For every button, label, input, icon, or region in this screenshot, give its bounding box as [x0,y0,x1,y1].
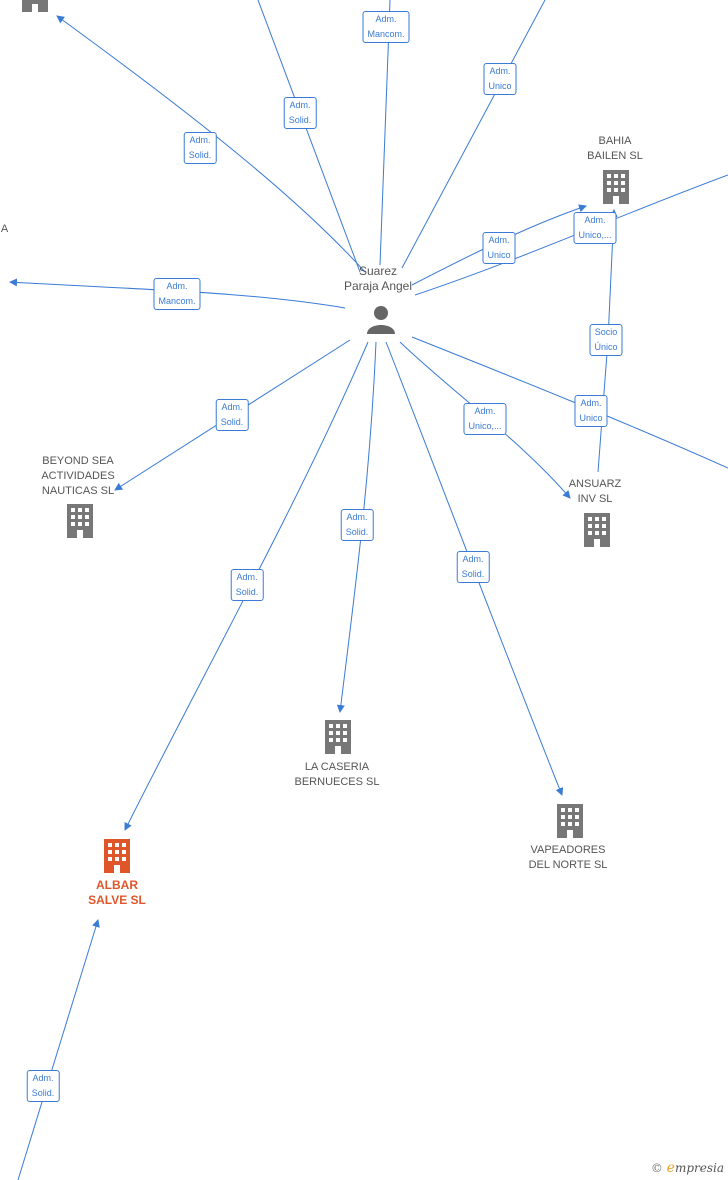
edge-label-line: Adm. [221,402,243,412]
edge-line [401,0,546,269]
edge-label-line: Adm. [166,281,188,291]
edge-label-line: Adm. [580,398,602,408]
edge-label-line: Solid. [31,1088,55,1098]
company-label-line: BAILEN SL [587,150,643,162]
edge-label-line: Adm. [289,100,311,110]
company-left-cut[interactable]: IA [0,222,8,237]
edge-label-line: Unico [579,413,603,423]
edge-label-line: Solid. [235,587,259,597]
person-name[interactable]: Suarez Paraja Angel [344,264,412,294]
edge-label[interactable]: Socio Único [589,324,623,356]
edge-label[interactable]: Adm. Solid. [183,132,217,164]
company-label-line: INV SL [577,493,613,505]
company-label-line: ANSUARZ [568,478,622,490]
company-label-line: VAPEADORES [530,844,606,856]
edge-label-line: Adm. [32,1073,54,1083]
building-icon[interactable] [104,839,130,873]
edge-label-line: Unico [487,250,511,260]
empresia-logo[interactable]: © empresia [651,1160,724,1176]
edge-label-line: Adm. [346,512,368,522]
edge-label-line: Único [594,342,618,352]
edge-label[interactable]: Adm. Unico [574,395,608,427]
person-name-line2: Paraja Angel [343,279,413,293]
edge-label-line: Mancom. [158,296,196,306]
company-label-line: ACTIVIDADES [41,470,115,482]
edge-label[interactable]: Adm. Solid. [340,509,374,541]
company-label-line: BAHIA [598,135,632,147]
company-bahia-bailen[interactable]: BAHIA BAILEN SL [587,134,643,164]
edge-label-line: Adm. [474,406,496,416]
edge-label-line: Unico [488,81,512,91]
person-icon[interactable] [367,306,395,334]
edge-label-line: Adm. [236,572,258,582]
edge-label-line: Solid. [188,150,212,160]
edge-label-line: Solid. [220,417,244,427]
company-label-line: BEYOND SEA [42,455,114,467]
company-ansuarz[interactable]: ANSUARZ INV SL [569,477,622,507]
company-label-line: NAUTICAS SL [41,485,115,497]
company-label-line: ALBAR [95,878,138,892]
company-beyond-sea[interactable]: BEYOND SEA ACTIVIDADES NAUTICAS SL [41,454,114,499]
person-name-line1: Suarez [358,264,398,278]
edge-label-line: Adm. [189,135,211,145]
edge-line [411,336,728,469]
edge-label-line: Mancom. [367,29,405,39]
company-label-line: BERNUECES SL [294,776,380,788]
edge-label[interactable]: Adm. Solid. [283,97,317,129]
edge-label[interactable]: Adm. Unico,... [463,403,507,435]
edge-label-line: Socio [594,327,618,337]
building-icon[interactable] [584,513,610,547]
edge-label[interactable]: Adm. Unico [483,63,517,95]
edge-label-line: Solid. [288,115,312,125]
edge-line [257,0,361,273]
edge-label-line: Adm. [584,215,606,225]
building-icon[interactable] [325,720,351,754]
edge-label[interactable]: Adm. Mancom. [362,11,410,43]
edge-label-line: Adm. [462,554,484,564]
building-icon[interactable] [22,0,48,12]
edge-label[interactable]: Adm. Unico [482,232,516,264]
brand-name: mpresia [674,1161,724,1175]
building-icon[interactable] [603,170,629,204]
company-label-line: IA [0,223,9,235]
edge-label[interactable]: Adm. Solid. [456,551,490,583]
edge-label-line: Adm. [488,235,510,245]
edge-line [379,0,391,266]
brand-initial: e [666,1160,675,1176]
copyright-symbol: © [650,1161,663,1175]
edge-line [414,174,728,296]
edge-label-line: Unico,... [468,421,502,431]
edge-label[interactable]: Adm. Solid. [230,569,264,601]
company-albar-salve[interactable]: ALBAR SALVE SL [88,878,146,908]
edge-label[interactable]: Adm. Solid. [26,1070,60,1102]
edge-line [56,15,366,273]
building-icon[interactable] [67,504,93,538]
company-label-line: SALVE SL [88,893,146,907]
company-la-caseria[interactable]: LA CASERIA BERNUECES SL [295,760,380,790]
building-icon[interactable] [557,804,583,838]
edge-label[interactable]: Adm. Unico,... [573,212,617,244]
edge-label[interactable]: Adm. Mancom. [153,278,201,310]
company-vapeadores[interactable]: VAPEADORES DEL NORTE SL [529,843,608,873]
company-label-line: LA CASERIA [304,761,370,773]
edge-label-line: Solid. [461,569,485,579]
company-label-line: DEL NORTE SL [528,859,608,871]
edge-label-line: Solid. [345,527,369,537]
edge-label[interactable]: Adm. Solid. [215,399,249,431]
edge-line [17,919,100,1180]
edge-label-line: Adm. [489,66,511,76]
edge-label-line: Unico,... [578,230,612,240]
edge-label-line: Adm. [375,14,397,24]
